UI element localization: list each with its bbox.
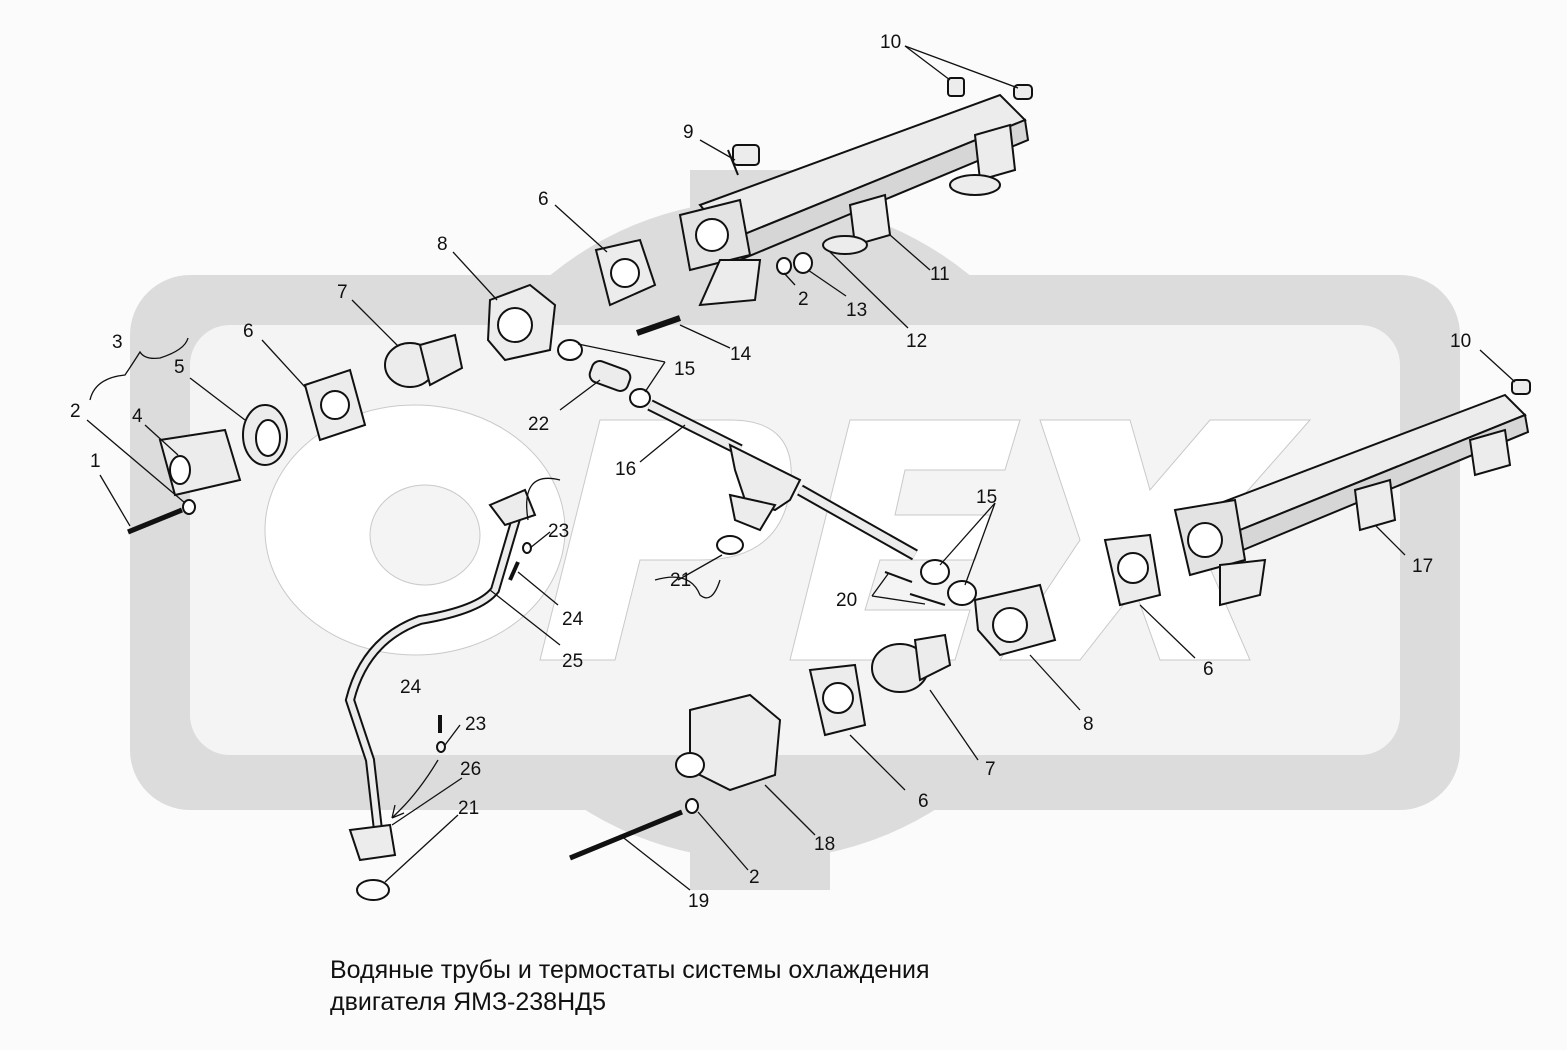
connecting-tube-16 bbox=[647, 399, 918, 561]
callout-26: 26 bbox=[460, 759, 481, 780]
callout-3: 3 bbox=[112, 332, 123, 353]
washer-2-left bbox=[182, 499, 196, 515]
callout-6-top: 6 bbox=[538, 189, 549, 210]
thermostat-housing-18 bbox=[675, 693, 782, 792]
watermark-logo bbox=[130, 170, 1460, 890]
bolt-19 bbox=[569, 809, 683, 861]
tube-flange-bottom bbox=[348, 823, 397, 862]
callout-25: 25 bbox=[562, 651, 583, 672]
callout-6: 6 bbox=[243, 321, 254, 342]
bolt-24 bbox=[508, 561, 520, 581]
tee-fitting bbox=[728, 443, 802, 532]
thermostat-7-lower bbox=[871, 633, 952, 693]
nut-13 bbox=[793, 252, 813, 274]
callout-labels: 1 2 3 4 5 6 7 8 6 2 9 10 11 12 13 14 15 … bbox=[70, 32, 1471, 912]
callout-2: 2 bbox=[70, 401, 81, 422]
callout-10-top: 10 bbox=[880, 32, 901, 53]
clamp-15 bbox=[629, 388, 651, 408]
callout-20: 20 bbox=[836, 590, 857, 611]
sleeve-22 bbox=[588, 360, 632, 392]
washer-23-lower bbox=[436, 741, 446, 753]
gasket-6-top bbox=[594, 238, 657, 307]
diagram-caption-line-2: двигателя ЯМЗ-238НД5 bbox=[330, 988, 606, 1016]
thermostat-housing-8-upper bbox=[486, 283, 557, 362]
assembly-arrows bbox=[391, 477, 721, 819]
gasket-6-lower bbox=[808, 663, 867, 737]
callout-7-lower: 7 bbox=[985, 759, 996, 780]
callout-23-lower: 23 bbox=[465, 714, 486, 735]
parts bbox=[127, 77, 1531, 901]
callout-11: 11 bbox=[930, 264, 950, 285]
callout-24: 24 bbox=[562, 609, 584, 630]
callout-1: 1 bbox=[90, 451, 101, 472]
callout-9: 9 bbox=[683, 122, 694, 143]
callout-15-mid: 15 bbox=[976, 487, 997, 508]
clamp-15-mid bbox=[947, 580, 977, 606]
lower-water-manifold-17 bbox=[1173, 379, 1531, 607]
bolt-20 bbox=[909, 593, 946, 606]
bypass-tube-25 bbox=[344, 503, 525, 831]
tube-flange-top bbox=[488, 488, 537, 527]
callout-22: 22 bbox=[528, 414, 549, 435]
gear-tooth bbox=[690, 830, 830, 890]
callout-6-right: 6 bbox=[1203, 659, 1214, 680]
leader-lines bbox=[86, 45, 1516, 891]
callout-21-bottom: 21 bbox=[458, 798, 479, 819]
callout-6-lower: 6 bbox=[918, 791, 929, 812]
callout-10-right: 10 bbox=[1450, 331, 1471, 352]
callout-17: 17 bbox=[1412, 556, 1433, 577]
callout-8: 8 bbox=[437, 234, 448, 255]
callout-7: 7 bbox=[337, 282, 348, 303]
diagram-caption-line-1: Водяные трубы и термостаты системы охлаж… bbox=[330, 956, 930, 984]
callout-4: 4 bbox=[132, 406, 143, 427]
callout-13: 13 bbox=[846, 300, 867, 321]
callout-21: 21 bbox=[670, 570, 691, 591]
callout-14: 14 bbox=[730, 344, 752, 365]
plug-10-right bbox=[1511, 379, 1531, 395]
plug-10-top bbox=[947, 77, 1033, 100]
washer-2 bbox=[776, 257, 792, 275]
callout-2-top: 2 bbox=[798, 289, 809, 310]
bolt-20 bbox=[884, 571, 913, 583]
drain-valve-9 bbox=[727, 144, 760, 176]
o-ring-21 bbox=[716, 535, 744, 555]
gasket-6-right bbox=[1103, 533, 1162, 607]
callout-16: 16 bbox=[615, 459, 636, 480]
callout-24-lower: 24 bbox=[400, 677, 422, 698]
thermostat-housing-8-lower bbox=[973, 583, 1057, 657]
callout-12: 12 bbox=[906, 331, 927, 352]
callout-8-lower: 8 bbox=[1083, 714, 1094, 735]
gasket-6-left bbox=[303, 368, 367, 442]
callout-2-bottom: 2 bbox=[749, 867, 760, 888]
stud-14 bbox=[636, 315, 681, 336]
o-ring-21-bottom bbox=[356, 879, 390, 901]
flange-4 bbox=[158, 428, 242, 497]
callout-18: 18 bbox=[814, 834, 835, 855]
clamp-15 bbox=[557, 339, 583, 361]
callout-15-top: 15 bbox=[674, 359, 695, 380]
upper-water-manifold bbox=[678, 93, 1030, 307]
thermostat-7-upper bbox=[384, 333, 464, 388]
clamp-15-mid bbox=[920, 559, 950, 585]
callout-19: 19 bbox=[688, 891, 709, 912]
callout-5: 5 bbox=[174, 357, 185, 378]
bolt-1 bbox=[127, 507, 183, 535]
callout-23: 23 bbox=[548, 521, 569, 542]
washer-2-bottom bbox=[685, 798, 699, 814]
